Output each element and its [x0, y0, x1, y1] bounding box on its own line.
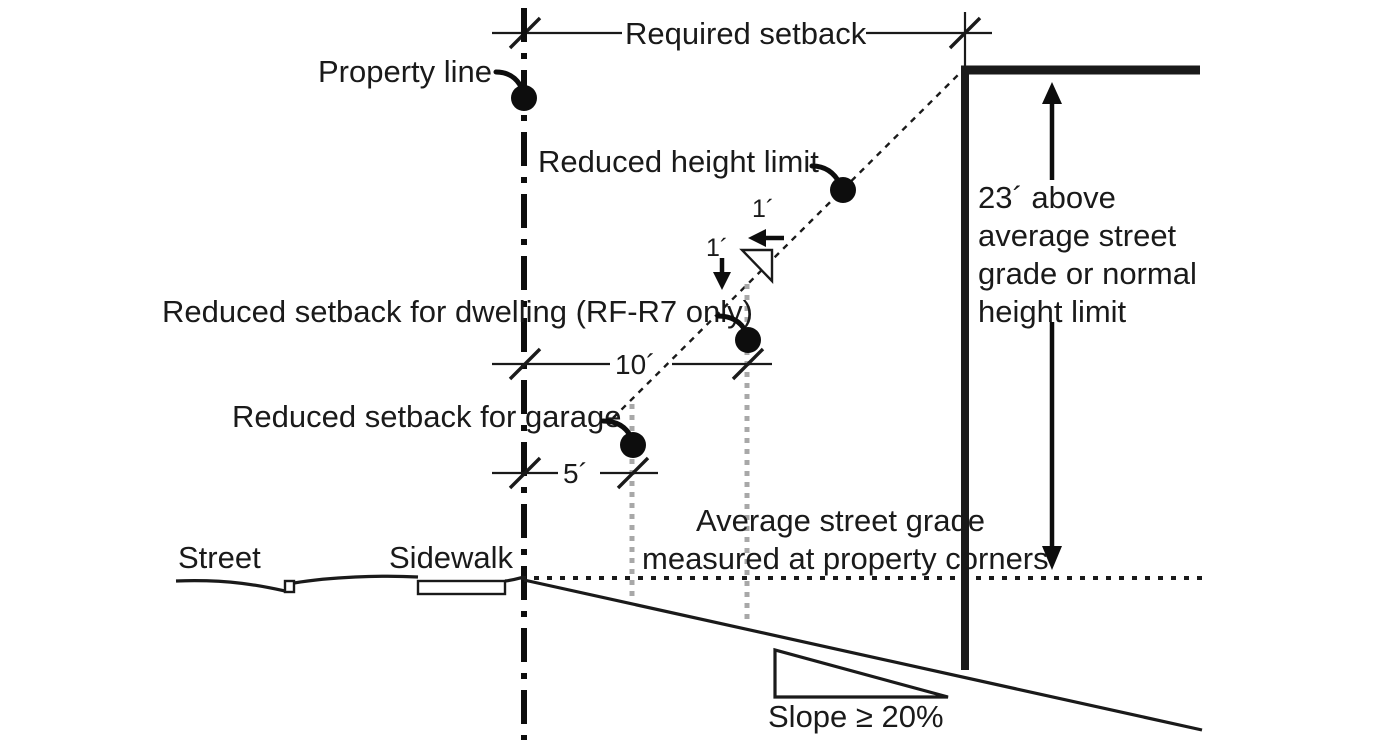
- slope-ratio-indicator: 1´ 1´: [706, 195, 784, 290]
- reduced-height-limit-callout: Reduced height limit: [538, 144, 856, 203]
- reduced-height-limit-dot: [830, 177, 856, 203]
- slope-rise-label: 1´: [706, 234, 728, 262]
- garage-dim-tick-left: [508, 456, 542, 490]
- average-grade-line-2: measured at property corners: [642, 541, 1049, 576]
- property-line-label: Property line: [318, 54, 492, 89]
- slope-triangle: [773, 647, 949, 699]
- garage-setback-dimension: 5´: [492, 456, 658, 490]
- slope-ratio-triangle: [739, 248, 774, 284]
- garage-setback-dot: [620, 432, 646, 458]
- slope-run-label: 1´: [752, 195, 774, 223]
- height-note-line-4: height limit: [978, 294, 1127, 329]
- dwelling-setback-dimension: 10´: [492, 347, 772, 381]
- street-surface-mid: [293, 574, 419, 585]
- garage-setback-value: 5´: [563, 458, 588, 489]
- garage-dim-tick-right: [616, 456, 650, 490]
- garage-setback-callout: Reduced setback for garage: [232, 399, 646, 458]
- height-arrow-head-up: [1042, 82, 1062, 104]
- gutter-notch: [283, 579, 296, 594]
- dwelling-setback-label: Reduced setback for dwelling (RF-R7 only…: [162, 294, 753, 329]
- height-dimension-arrow: [1042, 82, 1062, 570]
- height-note-line-3: grade or normal: [978, 256, 1197, 291]
- reduced-height-limit-label: Reduced height limit: [538, 144, 819, 179]
- dwelling-dim-tick-left: [508, 347, 542, 381]
- dwelling-setback-callout: Reduced setback for dwelling (RF-R7 only…: [162, 294, 761, 353]
- dwelling-dim-tick-right: [731, 347, 765, 381]
- required-setback-label: Required setback: [625, 16, 867, 51]
- sidewalk-label: Sidewalk: [389, 540, 514, 575]
- height-arrow-head-down: [1042, 546, 1062, 570]
- height-note-line-1: 23´ above: [978, 180, 1116, 215]
- required-setback-dimension: Required setback: [492, 12, 992, 70]
- sidewalk-block: [416, 579, 507, 596]
- garage-setback-label: Reduced setback for garage: [232, 399, 621, 434]
- average-grade-note: Average street grade measured at propert…: [642, 503, 1049, 576]
- building-outline: [961, 65, 1200, 670]
- sloped-ground-line: [523, 578, 1203, 732]
- street-label: Street: [178, 540, 261, 575]
- street-surface-left: [175, 579, 286, 593]
- slope-label: Slope ≥ 20%: [768, 699, 944, 734]
- property-line-callout: Property line: [318, 54, 537, 111]
- property-line-dot: [511, 85, 537, 111]
- dwelling-setback-dot: [735, 327, 761, 353]
- slope-callout: Slope ≥ 20%: [768, 647, 949, 734]
- street-profile: [175, 574, 525, 596]
- dwelling-setback-value: 10´: [615, 349, 655, 380]
- height-note-line-2: average street: [978, 218, 1177, 253]
- slope-run-arrow-head: [748, 229, 766, 247]
- height-limit-note: 23´ above average street grade or normal…: [978, 180, 1197, 329]
- average-grade-line-1: Average street grade: [696, 503, 985, 538]
- slope-rise-arrow-head: [713, 272, 731, 290]
- reduced-height-limit-line: [612, 65, 968, 419]
- sidewalk-to-property-line: [504, 575, 525, 583]
